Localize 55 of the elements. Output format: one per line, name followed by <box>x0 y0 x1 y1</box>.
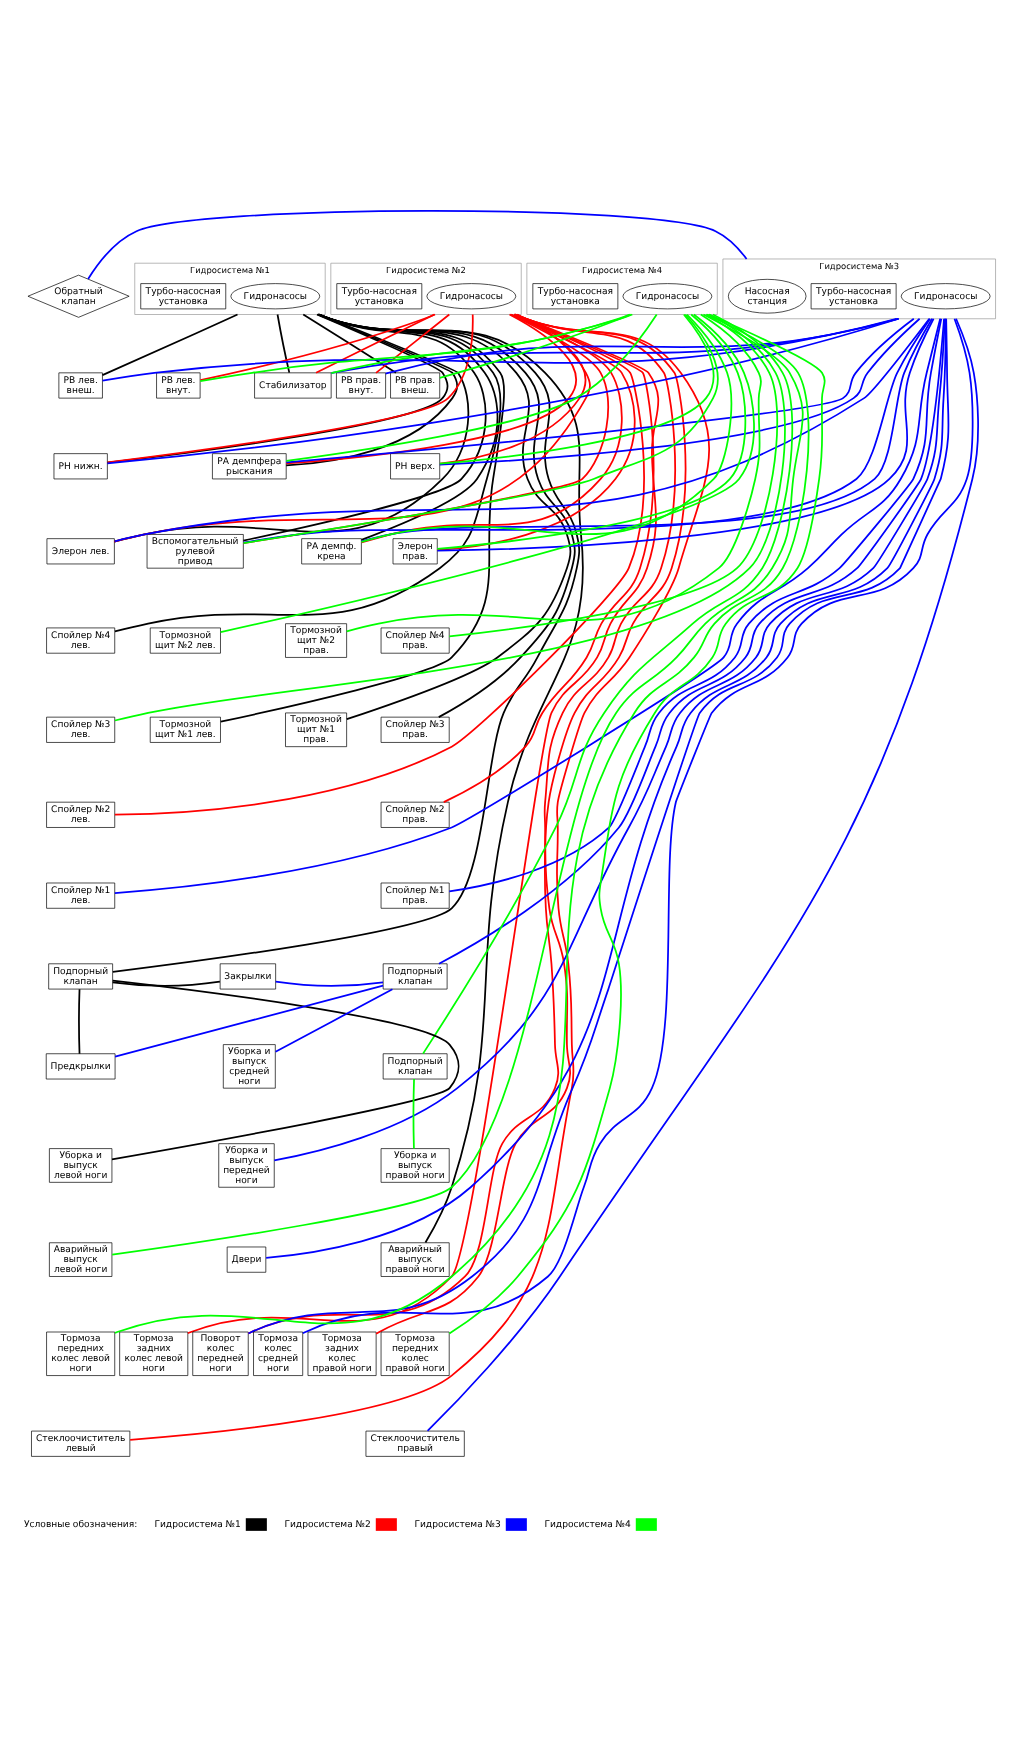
connector <box>360 312 733 542</box>
connector <box>242 316 931 543</box>
connector <box>436 312 747 549</box>
connector <box>242 312 610 543</box>
connector <box>422 312 794 1054</box>
connector <box>113 316 942 893</box>
connector <box>315 312 436 373</box>
connector <box>442 312 655 802</box>
connector <box>345 312 762 632</box>
connector <box>375 312 451 373</box>
connector <box>274 987 394 1052</box>
connector <box>412 1077 415 1149</box>
connector <box>106 316 900 464</box>
connector <box>101 312 239 375</box>
connector <box>111 978 460 1160</box>
connector <box>438 312 632 378</box>
connector <box>360 312 623 543</box>
connector <box>436 316 935 551</box>
connector <box>285 316 915 463</box>
connector <box>436 312 636 550</box>
connector <box>330 312 631 373</box>
connector <box>448 312 826 1334</box>
connector <box>242 312 719 543</box>
connector <box>285 312 577 464</box>
connector <box>114 312 502 632</box>
connector <box>219 312 755 632</box>
connector <box>375 312 687 1334</box>
connector <box>186 312 660 1334</box>
connector <box>219 312 505 722</box>
connector <box>113 312 645 815</box>
connector <box>285 312 459 466</box>
connector <box>113 312 591 542</box>
connector <box>316 312 584 1243</box>
connector <box>302 312 397 373</box>
connector <box>199 312 436 381</box>
connector <box>199 312 634 381</box>
connector <box>113 316 931 542</box>
connector <box>113 312 470 542</box>
connector <box>112 312 581 972</box>
connector <box>87 209 748 279</box>
connector <box>114 312 786 721</box>
connector <box>242 312 487 541</box>
connector <box>274 979 384 986</box>
connector <box>438 316 921 465</box>
connector <box>78 987 81 1054</box>
connector <box>438 312 715 464</box>
connector <box>448 312 779 637</box>
connector <box>285 312 658 461</box>
connector <box>114 983 384 1057</box>
connector <box>360 316 933 542</box>
connector <box>426 316 979 1431</box>
connector <box>129 312 710 1440</box>
connector <box>276 312 291 373</box>
connector <box>111 979 221 986</box>
connector <box>101 316 900 381</box>
